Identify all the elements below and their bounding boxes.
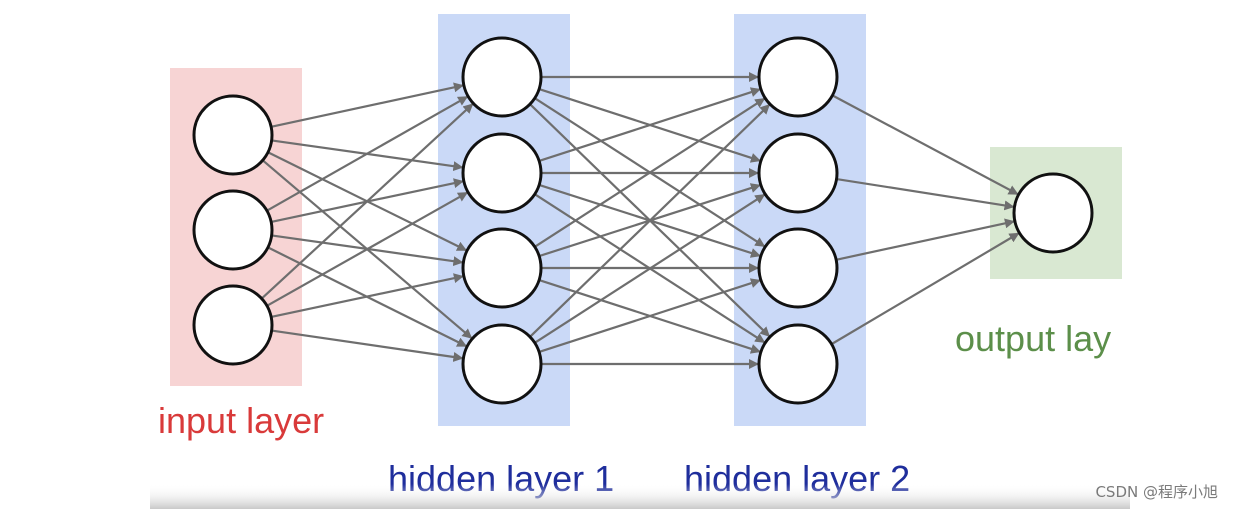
connection-edges (260, 72, 1020, 369)
connection-edge-hidden2-3-to-output-1 (835, 218, 1015, 261)
connection-edge-hidden1-2-to-hidden2-1 (538, 87, 761, 163)
hidden1-node-4 (461, 323, 543, 405)
connection-edge-hidden2-2-to-output-1 (836, 177, 1015, 211)
connection-edge-hidden1-4-to-hidden2-2 (534, 193, 766, 344)
input-layer-label: input layer (158, 400, 324, 441)
hidden2-node-1 (757, 36, 839, 118)
connection-edge-input-1-to-hidden1-1 (270, 82, 464, 128)
connection-edge-hidden2-1-to-output-1 (831, 94, 1019, 196)
input-node-2 (192, 189, 274, 271)
connection-edge-input-3-to-hidden1-2 (266, 191, 469, 307)
connection-edge-input-3-to-hidden1-4 (271, 329, 464, 362)
input-node-3 (192, 284, 274, 366)
connection-edge-hidden1-3-to-hidden2-1 (534, 97, 766, 248)
input-node-1 (192, 94, 274, 176)
connection-edge-input-2-to-hidden1-1 (266, 95, 469, 212)
connection-edge-hidden1-4-to-hidden2-1 (529, 104, 771, 338)
hidden1-node-1 (461, 36, 543, 118)
watermark-text: CSDN @程序小旭 (1095, 483, 1218, 501)
connection-edge-input-3-to-hidden1-3 (270, 273, 464, 318)
layer-nodes (192, 36, 1094, 405)
output-node-1 (1012, 172, 1094, 254)
hidden1-node-3 (461, 227, 543, 309)
hidden2-node-2 (757, 132, 839, 214)
output-layer-label: output lay (955, 318, 1111, 359)
bottom-shadow-strip (150, 484, 1130, 509)
connection-edge-input-3-to-hidden1-1 (260, 103, 474, 300)
connection-edge-hidden2-4-to-output-1 (830, 232, 1020, 346)
hidden1-node-2 (461, 132, 543, 214)
connection-edge-hidden1-4-to-hidden2-3 (538, 278, 761, 354)
hidden2-node-4 (757, 323, 839, 405)
hidden2-node-3 (757, 227, 839, 309)
